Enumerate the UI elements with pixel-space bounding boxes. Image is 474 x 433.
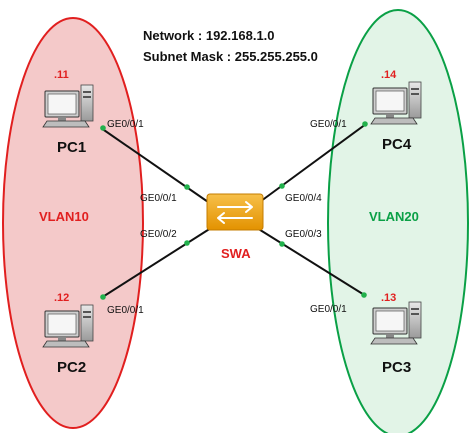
swa-port-ge001-label: GE0/0/1: [140, 193, 177, 204]
pc2-name: PC2: [57, 359, 86, 376]
pc4-ip-label: .14: [381, 69, 397, 81]
port-dot-swa-ge004: [279, 183, 285, 189]
vlan20-label: VLAN20: [369, 209, 419, 224]
swa-port-ge003-label: GE0/0/3: [285, 229, 322, 240]
pc1-port-label: GE0/0/1: [107, 119, 144, 130]
vlan10-zone: [2, 17, 144, 429]
pc3-ip-label: .13: [381, 292, 396, 304]
pc3-port-label: GE0/0/1: [310, 304, 347, 315]
link-pc4-swa: [256, 123, 367, 205]
port-dot-pc4: [362, 121, 368, 127]
link-pc3-swa: [256, 227, 367, 297]
vlan20-zone: [327, 9, 469, 433]
pc2: .12 PC2 GE0/0/1 GE0/0/2: [42, 229, 177, 376]
pc3-name: PC3: [382, 359, 411, 376]
swa-port-ge002-label: GE0/0/2: [140, 229, 177, 240]
subnet-mask-label: Subnet Mask : 255.255.255.0: [143, 49, 318, 64]
port-dot-pc1: [100, 125, 106, 131]
switch-swa: SWA: [206, 193, 264, 261]
pc2-port-label: GE0/0/1: [107, 305, 144, 316]
port-dot-swa-ge001: [184, 184, 190, 190]
pc4-port-label: GE0/0/1: [310, 119, 347, 130]
swa-port-ge004-label: GE0/0/4: [285, 193, 322, 204]
pc4-name: PC4: [382, 136, 412, 153]
pc1: .11 PC1 GE0/0/1 GE0/0/1: [42, 69, 177, 204]
network-address-label: Network : 192.168.1.0: [143, 28, 275, 43]
port-dot-swa-ge002: [184, 240, 190, 246]
port-dot-pc3: [361, 292, 367, 298]
pc1-name: PC1: [57, 139, 86, 156]
pc1-ip-label: .11: [54, 69, 69, 81]
port-dot-swa-ge003: [279, 241, 285, 247]
pc3: .13 PC3 GE0/0/1 GE0/0/3: [285, 229, 422, 376]
link-pc1-swa: [100, 127, 212, 205]
pc2-ip-label: .12: [54, 292, 69, 304]
port-dot-pc2: [100, 294, 106, 300]
vlan10-label: VLAN10: [39, 209, 89, 224]
switch-label: SWA: [221, 246, 251, 261]
pc4: .14 PC4 GE0/0/1 GE0/0/4: [285, 69, 422, 204]
switch-icon: [206, 193, 264, 231]
link-pc2-swa: [100, 227, 212, 299]
